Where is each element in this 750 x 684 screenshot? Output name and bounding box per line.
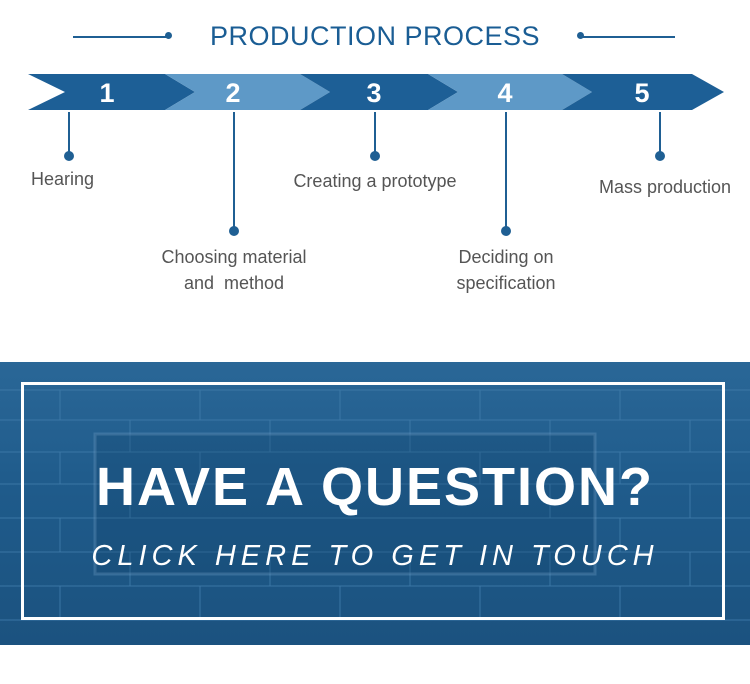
step-number-2: 2 [225,78,241,108]
step-number-4: 4 [497,78,513,108]
step-4-label-line1: Deciding on [458,247,554,267]
step-1-dot [64,151,74,161]
step-number-5: 5 [634,78,650,108]
step-2-label-line1: Choosing material [161,247,307,267]
step-4-label: Deciding on specification [431,244,581,296]
step-2-dot [229,226,239,236]
process-header: PRODUCTION PROCESS [0,18,750,58]
brick-wall-background [0,389,750,621]
title-right-line [582,36,675,38]
title-left-line [73,36,168,38]
step-3-connector [374,112,376,155]
step-5-connector [659,112,661,155]
banner-frame [21,382,725,620]
step-4-connector [505,112,507,230]
step-1-connector [68,112,70,155]
step-number-3: 3 [366,78,382,108]
arrow-segment-3 [300,74,458,110]
banner-headline: HAVE A QUESTION? [95,457,655,517]
background-sign-plate [93,432,597,576]
step-3-label: Creating a prototype [293,171,457,191]
step-number-1: 1 [99,78,115,108]
step-3-dot [370,151,380,161]
title-right-dot [577,32,584,39]
arrow-segment-1 [28,74,195,110]
arrow-segment-2 [165,74,330,110]
arrow-segment-4 [428,74,592,110]
step-5-label: Mass production [598,177,732,197]
title-left-dot [165,32,172,39]
contact-link[interactable]: CLICK HERE TO GET IN TOUCH [91,540,659,572]
step-4-label-line2: specification [456,273,556,293]
step-5-dot [655,151,665,161]
step-2-label: Choosing material and method [139,244,329,296]
step-2-label-line2: and method [183,273,285,293]
arrow-segment-5 [562,74,724,110]
page-title: PRODUCTION PROCESS [209,21,541,51]
step-4-dot [501,226,511,236]
contact-banner[interactable]: HAVE A QUESTION? CLICK HERE TO GET IN TO… [0,362,750,645]
step-1-label: Hearing [31,169,95,189]
process-arrow-band [28,74,724,110]
step-2-connector [233,112,235,230]
